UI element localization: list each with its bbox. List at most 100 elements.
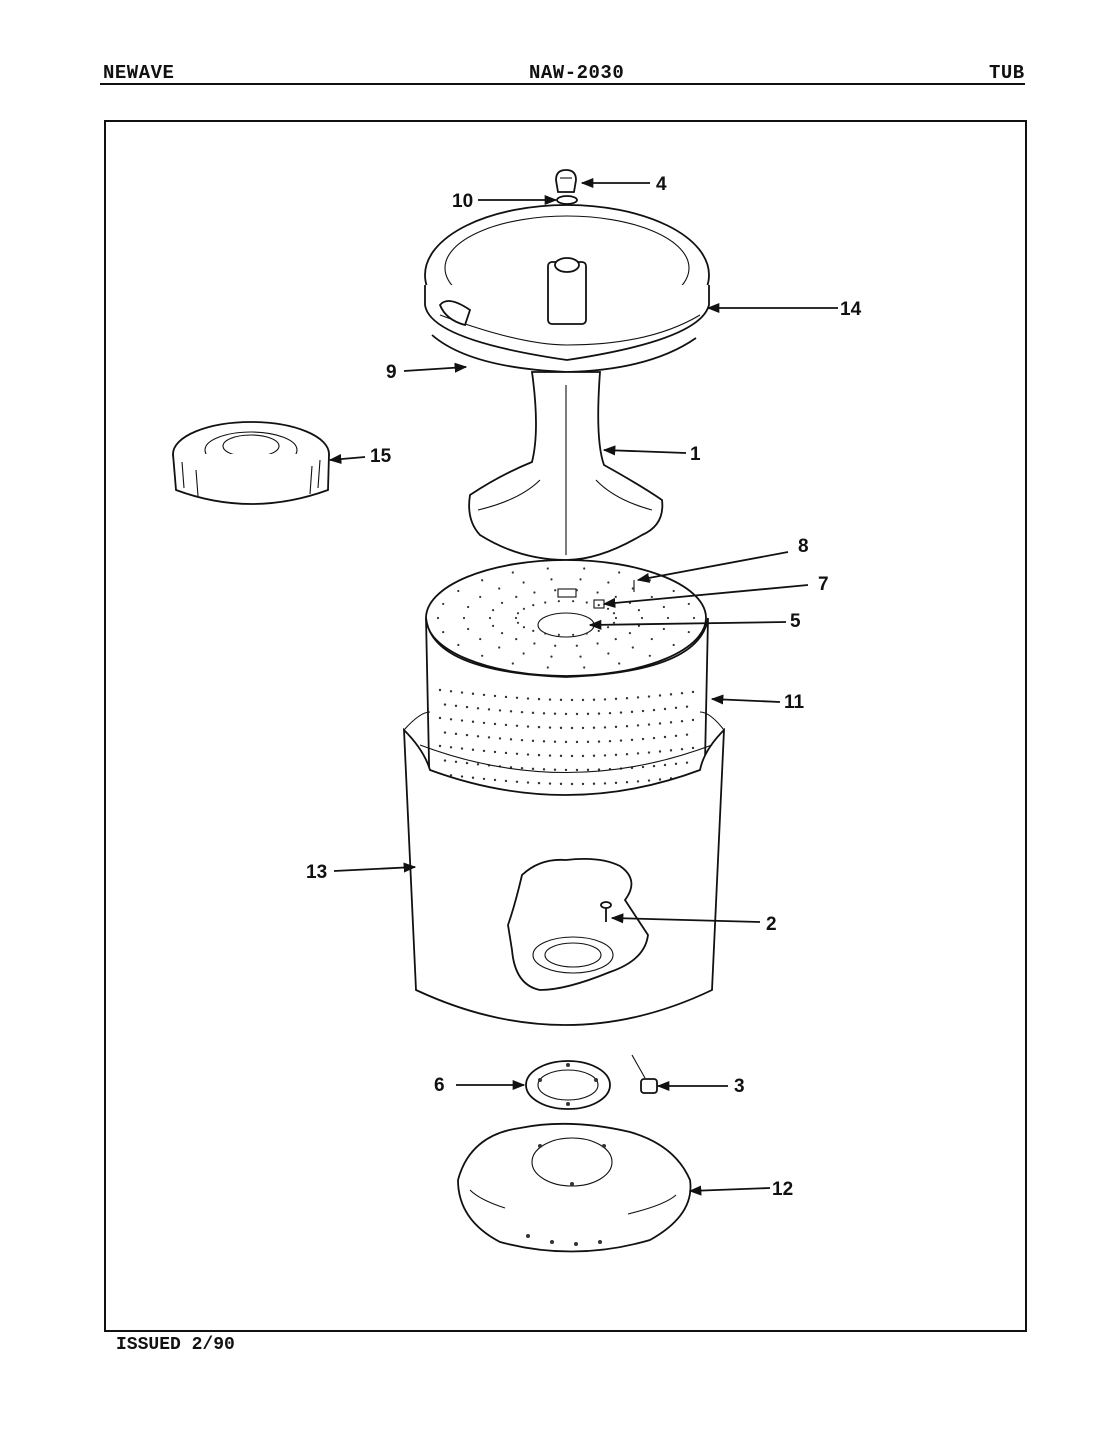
basket-perforation	[648, 579, 651, 582]
basket-perforation	[526, 753, 530, 756]
basket-perforation	[663, 707, 667, 711]
basket-perforation	[669, 693, 673, 696]
basket-perforation	[476, 707, 480, 710]
basket-perforation	[647, 723, 651, 726]
basket-perforation	[692, 616, 696, 620]
basket-perforation	[564, 712, 568, 716]
basket-perforation	[548, 698, 552, 701]
basket-perforation	[482, 721, 486, 725]
basket-perforation	[669, 721, 673, 724]
basket-perforation	[516, 612, 520, 615]
basket-perforation	[460, 775, 464, 778]
basket-perforation	[537, 725, 541, 729]
basket-perforation	[652, 764, 656, 768]
basket-perforation	[522, 607, 526, 610]
header-model-number: NAW-2030	[529, 62, 625, 84]
basket-perforation	[471, 776, 475, 779]
basket-perforation	[449, 774, 453, 777]
basket-perforation	[491, 624, 495, 627]
basket-perforation	[608, 711, 612, 715]
basket-perforation	[531, 739, 535, 743]
basket-perforation	[553, 768, 557, 771]
basket-perforation	[614, 697, 618, 701]
part-spin-basket	[425, 559, 709, 831]
basket-perforation	[526, 697, 530, 700]
basket-perforation	[460, 719, 464, 722]
basket-perforation	[575, 589, 578, 592]
basket-perforation	[443, 703, 447, 706]
part-screw	[600, 901, 612, 922]
callout-1: 1	[690, 444, 701, 465]
basket-perforation	[687, 630, 690, 634]
basket-perforation	[585, 601, 588, 604]
basket-perforation	[514, 616, 518, 620]
base-mounting-hole	[602, 1144, 606, 1148]
part-gasket	[525, 1060, 611, 1110]
basket-perforation	[465, 705, 469, 709]
basket-perforation	[504, 695, 508, 699]
basket-perforation	[575, 644, 578, 647]
basket-perforation	[559, 726, 563, 730]
basket-perforation	[637, 624, 641, 627]
basket-perforation	[575, 740, 579, 744]
basket-perforation	[603, 698, 607, 701]
basket-perforation	[691, 690, 695, 694]
basket-perforation	[532, 629, 535, 632]
basket-perforation	[628, 632, 632, 635]
basket-perforation	[438, 716, 442, 720]
basket-perforation	[493, 722, 497, 726]
basket-perforation	[498, 646, 501, 649]
callout-7: 7	[818, 574, 829, 595]
basket-perforation	[631, 587, 634, 590]
basket-perforation	[575, 712, 579, 716]
basket-perforation	[515, 724, 519, 728]
basket-perforation	[522, 626, 526, 629]
basket-perforation	[685, 705, 689, 708]
basket-perforation	[532, 604, 535, 607]
drawing-frame	[104, 120, 1027, 1332]
base-mounting-hole	[598, 1240, 602, 1244]
basket-perforation	[533, 591, 536, 594]
basket-perforation	[493, 778, 497, 782]
basket-perforation	[449, 718, 453, 721]
basket-perforation	[636, 696, 640, 699]
basket-perforation	[520, 738, 524, 742]
basket-perforation	[614, 638, 617, 641]
basket-perforation	[612, 621, 616, 624]
basket-perforation	[515, 595, 518, 598]
basket-perforation	[662, 627, 665, 631]
basket-perforation	[570, 698, 574, 702]
basket-perforation	[625, 697, 629, 700]
basket-perforation	[619, 739, 623, 742]
base-mounting-hole	[526, 1234, 530, 1238]
basket-perforation	[648, 654, 651, 657]
basket-perforation	[550, 578, 553, 581]
basket-perforation	[471, 692, 475, 695]
basket-perforation	[652, 708, 656, 712]
basket-perforation	[674, 734, 678, 738]
part-base-plate	[457, 1122, 692, 1253]
basket-perforation	[650, 637, 653, 641]
callout-11: 11	[784, 692, 805, 713]
basket-perforation	[669, 749, 673, 752]
basket-perforation	[618, 571, 621, 574]
basket-perforation	[637, 609, 641, 612]
callout-8: 8	[798, 536, 809, 557]
basket-perforation	[597, 629, 600, 632]
basket-perforation	[636, 780, 640, 783]
basket-perforation	[504, 723, 508, 727]
basket-perforation	[581, 754, 585, 758]
basket-perforation	[663, 763, 667, 767]
basket-perforation	[550, 655, 553, 658]
basket-perforation	[663, 735, 667, 739]
callout-9: 9	[386, 362, 397, 383]
basket-perforation	[570, 726, 574, 730]
callout-5: 5	[790, 611, 801, 632]
issued-date: ISSUED 2/90	[116, 1335, 235, 1355]
basket-perforation	[546, 567, 549, 570]
part-agitator-cap	[555, 169, 577, 193]
base-mounting-hole	[574, 1242, 578, 1246]
basket-perforation	[500, 601, 504, 604]
basket-perforation	[443, 731, 447, 734]
basket-perforation	[597, 604, 600, 607]
